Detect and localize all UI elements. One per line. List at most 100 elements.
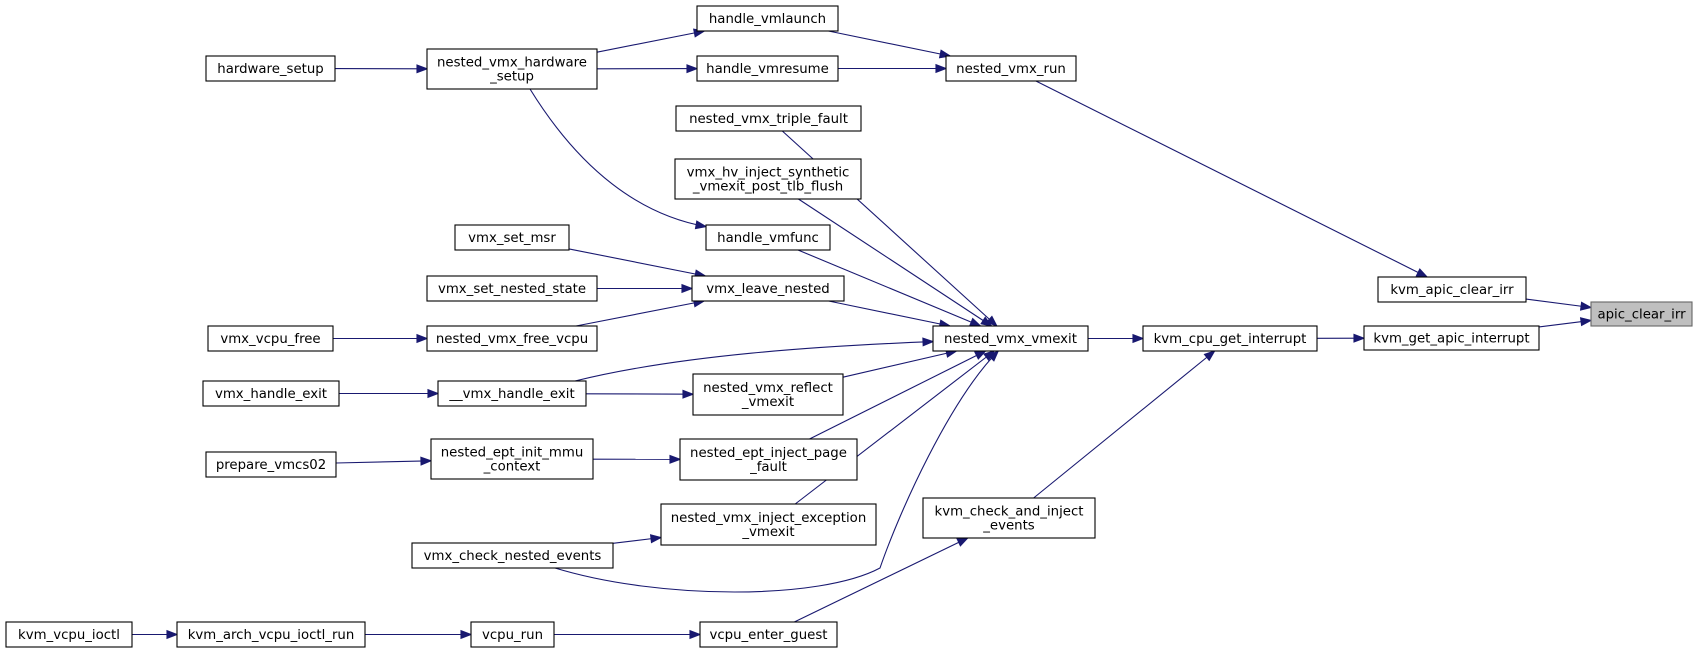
- edge-kvm_arch_vcpu_ioctl_run-to-vcpu_run: [365, 629, 473, 640]
- node-box: [5, 621, 133, 648]
- node-label: kvm_vcpu_ioctl: [18, 628, 120, 643]
- node-vmx-vcpu-free[interactable]: vmx_vcpu_free: [207, 325, 334, 352]
- node-handle-vmlaunch[interactable]: handle_vmlaunch: [696, 5, 839, 32]
- node-kvm-arch-vcpu-ioctl-run[interactable]: kvm_arch_vcpu_ioctl_run: [176, 621, 366, 648]
- edge-vcpu_run-to-vcpu_enter_guest: [554, 629, 702, 640]
- node-handle-vmresume[interactable]: handle_vmresume: [696, 55, 839, 82]
- edge-line: [794, 537, 968, 623]
- edge-line: [596, 30, 705, 53]
- node-nested-vmx-vmexit[interactable]: nested_vmx_vmexit: [932, 325, 1089, 352]
- node-box: [176, 621, 366, 648]
- edge-line: [1035, 80, 1428, 278]
- node-label: vmx_handle_exit: [215, 387, 327, 402]
- node-prepare-vmcs02[interactable]: prepare_vmcs02: [205, 451, 337, 478]
- node-nested-vmx-run[interactable]: nested_vmx_run: [945, 55, 1077, 82]
- node-vcpu-enter-guest[interactable]: vcpu_enter_guest: [699, 621, 838, 648]
- node-vmx-set-msr[interactable]: vmx_set_msr: [454, 224, 570, 251]
- edge-nested_vmx_hardware_setup-to-handle_vmresume: [596, 64, 699, 74]
- node-box: [426, 275, 598, 302]
- node-box: [922, 497, 1096, 539]
- node-kvm-apic-clear-irr[interactable]: kvm_apic_clear_irr: [1377, 276, 1527, 303]
- node-hardware-setup[interactable]: hardware_setup: [205, 55, 336, 82]
- node-kvm-vcpu-ioctl[interactable]: kvm_vcpu_ioctl: [5, 621, 133, 648]
- node-label: nested_vmx_hardware: [437, 56, 587, 71]
- edge-hardware_setup-to-nested_vmx_hardware_setup: [334, 64, 429, 74]
- edge-vmx_vcpu_free-to-nested_vmx_free_vcpu: [333, 333, 429, 344]
- node-vmx-hv-inject[interactable]: vmx_hv_inject_synthetic_vmexit_post_tlb_…: [674, 158, 862, 200]
- edge-arrowhead: [985, 315, 998, 328]
- node-label: vmx_vcpu_free: [220, 332, 320, 347]
- node-handle-vmfunc[interactable]: handle_vmfunc: [705, 224, 831, 251]
- node-box: [674, 158, 862, 200]
- edge-arrowhead: [682, 389, 695, 399]
- node-nested-vmx-hardware-setup[interactable]: nested_vmx_hardware_setup: [426, 48, 598, 90]
- node-box: [205, 55, 336, 82]
- edge-arrowhead: [1579, 317, 1593, 327]
- node-label: _vmexit_post_tlb_flush: [692, 180, 843, 195]
- edge-prepare_vmcs02-to-nested_ept_init_mmu_context: [335, 456, 433, 466]
- edge-__vmx_handle_exit-to-nested_vmx_vmexit: [574, 337, 935, 382]
- edge-vmx_set_nested_state-to-vmx_leave_nested: [597, 283, 694, 294]
- node-label: nested_vmx_free_vcpu: [436, 332, 588, 347]
- node-box: [426, 48, 598, 90]
- node-nested-vmx-reflect-vmexit[interactable]: nested_vmx_reflect_vmexit: [692, 373, 844, 416]
- edge-vcpu_enter_guest-to-kvm_check_and_inject_events: [794, 537, 970, 623]
- edge-nested_vmx_run-to-kvm_apic_clear_irr: [1035, 80, 1429, 278]
- edge-arrowhead: [669, 454, 682, 464]
- node-kvm-cpu-get-interrupt[interactable]: kvm_cpu_get_interrupt: [1142, 325, 1318, 352]
- node-vmx-set-nested-state[interactable]: vmx_set_nested_state: [426, 275, 598, 302]
- node-label: kvm_check_and_inject: [935, 505, 1084, 520]
- edge-vmx_handle_exit-to-__vmx_handle_exit: [339, 388, 440, 399]
- node-box: [692, 373, 844, 416]
- node-nested-vmx-free-vcpu[interactable]: nested_vmx_free_vcpu: [426, 325, 598, 352]
- node-label: handle_vmresume: [706, 62, 829, 77]
- edge-arrowhead: [968, 317, 982, 327]
- edge-handle_vmresume-to-nested_vmx_run: [838, 63, 948, 74]
- edge-arrowhead: [689, 629, 702, 640]
- node-nested-vmx-triple-fault[interactable]: nested_vmx_triple_fault: [675, 105, 862, 132]
- edge-line: [1033, 350, 1215, 499]
- edge-arrowhead: [686, 64, 699, 74]
- edge-line: [842, 350, 957, 378]
- edge-arrowhead: [956, 537, 970, 547]
- node-box: [205, 451, 337, 478]
- edge-handle_vmlaunch-to-nested_vmx_run: [828, 30, 952, 59]
- edge-line: [554, 350, 999, 593]
- node-vmx-leave-nested[interactable]: vmx_leave_nested: [691, 275, 845, 302]
- node-apic-clear-irr[interactable]: apic_clear_irr: [1590, 301, 1693, 327]
- node-vmx-handle-exit[interactable]: vmx_handle_exit: [202, 380, 340, 407]
- node-kvm-check-and-inject-events[interactable]: kvm_check_and_inject_events: [922, 497, 1096, 539]
- edge-arrowhead: [1203, 350, 1216, 362]
- node-vmx-check-nested-events[interactable]: vmx_check_nested_events: [411, 542, 614, 569]
- node-nested-vmx-inject-exception-vmexit[interactable]: nested_vmx_inject_exception_vmexit: [660, 503, 877, 546]
- edge-arrowhead: [416, 333, 429, 344]
- node-box: [1590, 301, 1693, 327]
- edge-arrowhead: [427, 388, 440, 399]
- edge-arrowhead: [987, 349, 1000, 362]
- node-label: __vmx_handle_exit: [448, 387, 574, 402]
- node-label: kvm_cpu_get_interrupt: [1154, 332, 1307, 347]
- node-label: vmx_set_nested_state: [438, 282, 586, 297]
- node-kvm-get-apic-interrupt[interactable]: kvm_get_apic_interrupt: [1363, 325, 1540, 351]
- edge-kvm_cpu_get_interrupt-to-kvm_get_apic_interrupt: [1316, 333, 1366, 343]
- node-label: _context: [483, 460, 541, 475]
- node-label: _fault: [749, 460, 787, 475]
- edge-vmx_check_nested_events-to-nested_vmx_inject_exception_vmexit: [612, 534, 663, 544]
- edge-arrowhead: [460, 629, 473, 640]
- edge-line: [574, 341, 934, 382]
- edge-arrowhead: [420, 456, 433, 466]
- node-nested-ept-inject-page-fault[interactable]: nested_ept_inject_page_fault: [679, 438, 858, 481]
- edge-line: [568, 248, 706, 277]
- edge-arrowhead: [681, 283, 694, 294]
- node-label: vmx_leave_nested: [706, 282, 829, 297]
- node-vmx-handle-exit[interactable]: __vmx_handle_exit: [437, 380, 587, 407]
- edge-arrowhead: [166, 629, 179, 640]
- node-box: [207, 325, 334, 352]
- node-nested-ept-init-mmu-context[interactable]: nested_ept_init_mmu_context: [430, 438, 594, 480]
- edge-arrowhead: [980, 316, 993, 327]
- edge-line: [335, 460, 432, 464]
- node-vcpu-run[interactable]: vcpu_run: [470, 621, 555, 648]
- node-box: [675, 105, 862, 132]
- edge-arrowhead: [1415, 268, 1429, 278]
